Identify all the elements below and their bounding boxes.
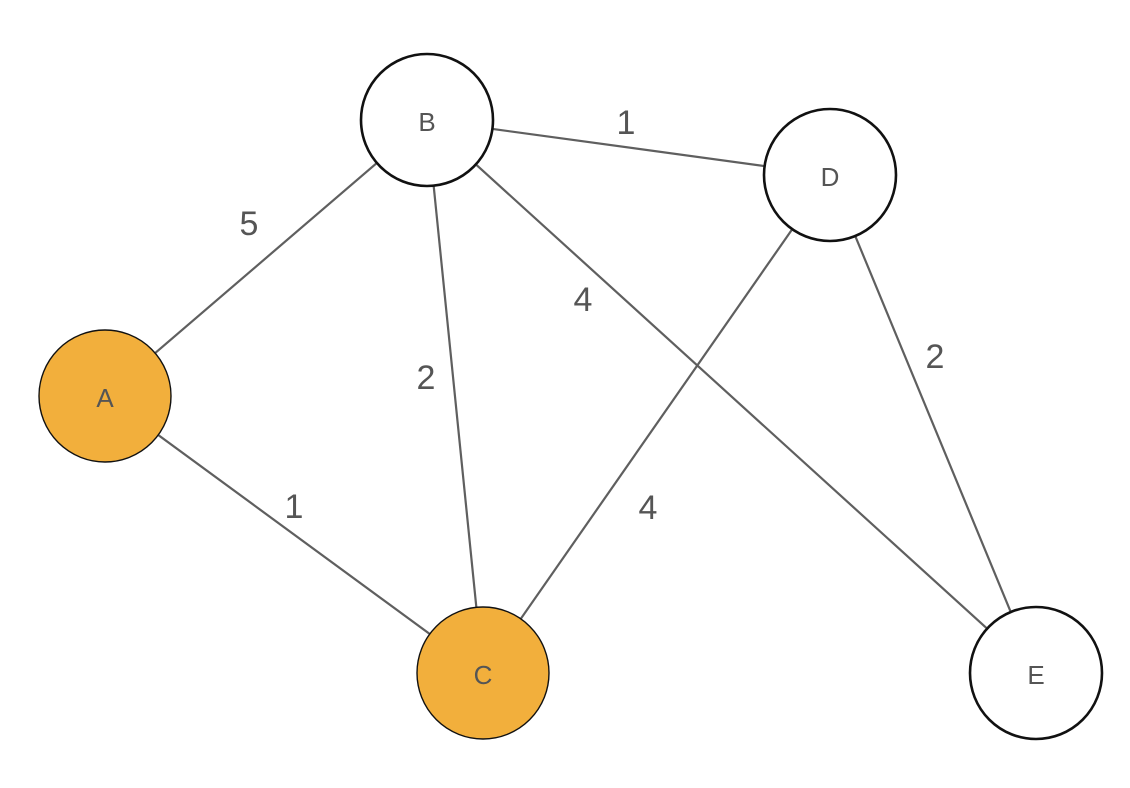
node-a: A: [38, 329, 172, 463]
edge-weight-d-c: 4: [639, 489, 658, 527]
edge-b-e: [426, 119, 1037, 674]
node-e: E: [968, 605, 1104, 741]
node-d: D: [762, 107, 898, 243]
edge-weight-d-e: 2: [926, 338, 945, 376]
edge-b-d: [426, 118, 831, 177]
edge-d-e: [828, 174, 1038, 674]
edge-weight-b-e: 4: [574, 281, 593, 319]
edges-layer: [104, 118, 1038, 674]
node-c: C: [416, 606, 550, 740]
node-label-a: A: [96, 383, 114, 413]
node-circle-b: [359, 52, 495, 188]
node-b: B: [359, 52, 495, 188]
node-label-b: B: [418, 107, 435, 137]
node-label-c: C: [474, 660, 493, 690]
nodes-layer: A B C D E: [38, 52, 1104, 741]
node-label-d: D: [821, 162, 840, 192]
node-circle-c: [416, 606, 550, 740]
edge-weight-a-b: 5: [240, 205, 259, 243]
edge-weight-a-c: 1: [285, 488, 304, 526]
node-label-e: E: [1027, 660, 1044, 690]
edge-a-b: [104, 119, 428, 397]
node-circle-d: [762, 107, 898, 243]
edge-d-c: [482, 174, 831, 674]
edge-weights-layer: 5 1 2 1 4 4 2: [240, 104, 945, 527]
edge-weight-b-d: 1: [617, 104, 636, 142]
edge-b-c: [425, 119, 485, 674]
node-circle-a: [38, 329, 172, 463]
edge-a-c: [104, 395, 484, 674]
node-circle-e: [968, 605, 1104, 741]
edge-weight-b-c: 2: [417, 359, 436, 397]
